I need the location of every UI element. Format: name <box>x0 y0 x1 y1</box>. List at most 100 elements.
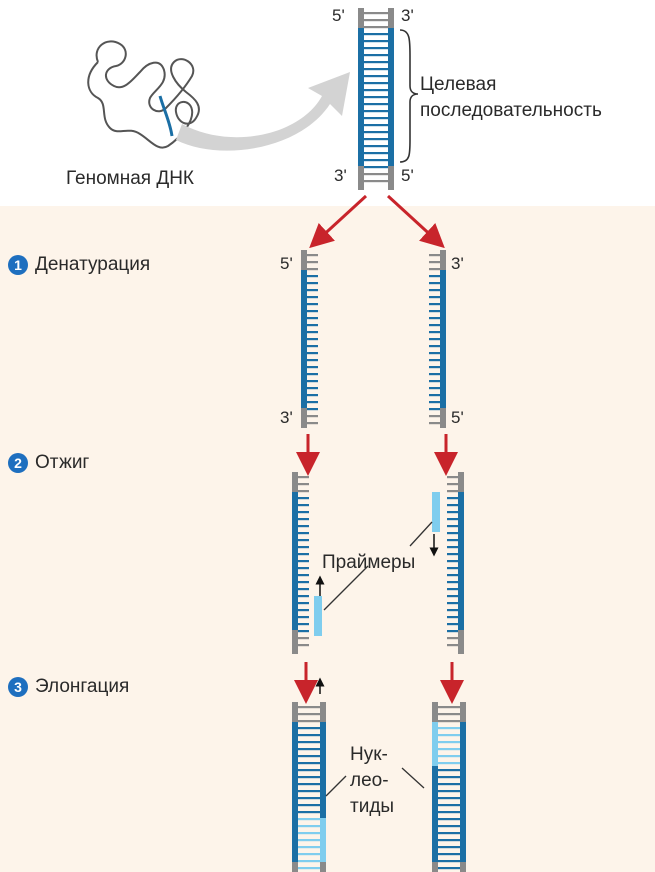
base-rung <box>307 366 318 369</box>
base-pair-rung <box>364 131 388 134</box>
base-pair-rung <box>298 846 320 849</box>
base-pair-rung <box>364 68 388 71</box>
base-rung <box>307 394 318 397</box>
base-rung <box>307 338 318 341</box>
base-rung <box>298 532 309 535</box>
base-pair-rung <box>438 804 460 807</box>
base-rung <box>307 401 318 404</box>
primer-leader-left <box>323 565 369 611</box>
target-sequence-label-2: последовательность <box>420 100 602 121</box>
base-pair-rung <box>298 804 320 807</box>
base-rung <box>447 644 458 647</box>
base-pair-rung <box>364 110 388 113</box>
annealing-strand-right <box>432 472 464 654</box>
base-rung <box>429 366 440 369</box>
target-double-strand <box>358 8 394 190</box>
base-rung <box>298 574 309 577</box>
base-rung <box>307 359 318 362</box>
base-pair-rung <box>298 853 320 856</box>
base-pair-rung <box>298 706 320 709</box>
base-rung <box>447 483 458 486</box>
nucleotides-label-3: тиды <box>350 796 395 817</box>
base-rung <box>307 282 318 285</box>
base-pair-rung <box>298 769 320 772</box>
base-rung <box>298 595 309 598</box>
base-rung <box>429 408 440 411</box>
nucleotide-leader-left <box>325 775 347 797</box>
base-pair-rung <box>364 40 388 43</box>
primer-leader-right <box>409 521 433 547</box>
base-rung <box>298 504 309 507</box>
base-pair-rung <box>364 152 388 155</box>
step-annealing: 2 Отжиг <box>8 452 89 474</box>
base-rung <box>447 574 458 577</box>
base-pair-rung <box>438 741 460 744</box>
base-rung <box>447 490 458 493</box>
base-rung <box>429 345 440 348</box>
base-pair-rung <box>438 832 460 835</box>
base-rung <box>307 380 318 383</box>
split-arrow-right <box>386 194 445 249</box>
base-pair-rung <box>364 159 388 162</box>
base-rung <box>429 254 440 257</box>
base-rung <box>447 602 458 605</box>
target-brace <box>399 29 419 163</box>
base-pair-rung <box>364 138 388 141</box>
base-pair-rung <box>438 783 460 786</box>
base-pair-rung <box>364 75 388 78</box>
base-rung <box>298 630 309 633</box>
base-pair-rung <box>298 832 320 835</box>
base-rung <box>307 387 318 390</box>
base-pair-rung <box>364 89 388 92</box>
base-rung <box>307 422 318 425</box>
base-rung <box>298 525 309 528</box>
base-rung <box>307 289 318 292</box>
base-rung <box>429 394 440 397</box>
base-rung <box>298 623 309 626</box>
base-rung <box>298 581 309 584</box>
base-pair-rung <box>438 734 460 737</box>
elongation-duplex-right <box>432 702 466 872</box>
base-rung <box>447 497 458 500</box>
base-rung <box>429 380 440 383</box>
step-denaturation: 1 Денатурация <box>8 254 150 276</box>
base-pair-rung <box>364 173 388 176</box>
base-rung <box>429 268 440 271</box>
den-left-three-prime: 3' <box>280 408 293 427</box>
base-pair-rung <box>298 720 320 723</box>
base-pair-rung <box>298 755 320 758</box>
base-pair-rung <box>298 727 320 730</box>
base-pair-rung <box>364 82 388 85</box>
base-pair-rung <box>438 839 460 842</box>
base-pair-rung <box>298 713 320 716</box>
base-rung <box>447 595 458 598</box>
base-rung <box>298 567 309 570</box>
base-rung <box>298 588 309 591</box>
elongation-duplex-left <box>292 702 326 872</box>
base-pair-rung <box>364 33 388 36</box>
step-elongation: 3 Элонгация <box>8 676 129 698</box>
base-rung <box>447 581 458 584</box>
annealing-strand-left <box>292 472 322 654</box>
base-rung <box>429 359 440 362</box>
base-rung <box>447 637 458 640</box>
base-rung <box>298 546 309 549</box>
genomic-dna-label: Геномная ДНК <box>66 168 194 189</box>
base-rung <box>447 630 458 633</box>
nucleotides-label-1: Нук- <box>350 744 388 765</box>
base-pair-rung <box>364 19 388 22</box>
base-pair-rung <box>298 811 320 814</box>
base-rung <box>298 602 309 605</box>
base-pair-rung <box>364 12 388 15</box>
base-pair-rung <box>438 755 460 758</box>
base-rung <box>447 616 458 619</box>
base-rung <box>307 268 318 271</box>
base-pair-rung <box>298 797 320 800</box>
base-pair-rung <box>298 762 320 765</box>
base-pair-rung <box>438 811 460 814</box>
base-rung <box>298 637 309 640</box>
base-pair-rung <box>364 117 388 120</box>
base-pair-rung <box>298 741 320 744</box>
cream-band <box>0 206 655 872</box>
